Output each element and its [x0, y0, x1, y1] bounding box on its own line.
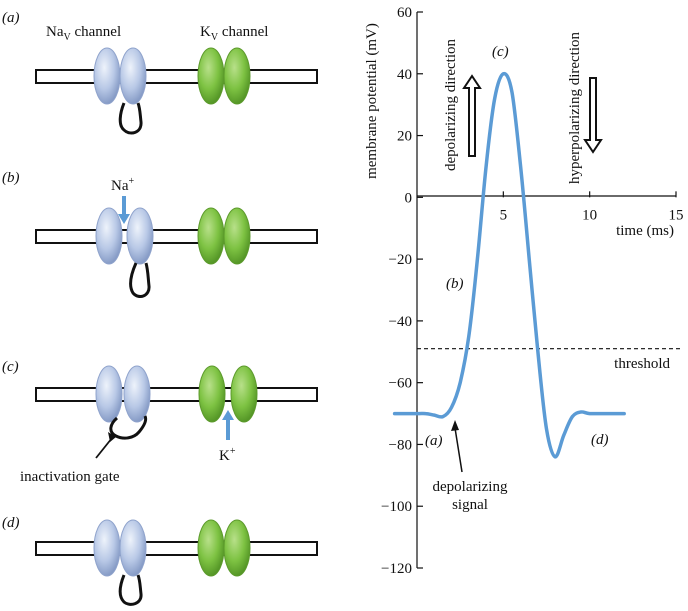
y-tick-label: −60	[389, 376, 412, 392]
point-label-d: (d)	[591, 432, 609, 448]
x-axis-label: time (ms)	[616, 223, 674, 239]
membrane-bar	[35, 69, 318, 84]
kv-subunit-left	[197, 519, 225, 577]
hyperpolarizing-arrow	[583, 77, 603, 154]
y-tick-label: −80	[389, 437, 412, 453]
action-potential-plot: 60 40 20 0 −20 −40 −60 −80 −100 −120 5 10 15 membra…	[364, 5, 684, 577]
panel-b: (b) Na+	[2, 170, 318, 298]
y-tick-label: −40	[389, 314, 412, 330]
inactivation-gate-loop	[109, 415, 148, 440]
y-axis-label: membrane potential (mV)	[364, 23, 380, 179]
na-influx-arrow-head	[118, 214, 130, 224]
inactivation-gate-pointer-head	[108, 432, 116, 442]
inactivation-gate-loop	[129, 262, 151, 298]
hyperpolarizing-direction-label: hyperpolarizing direction	[567, 31, 583, 184]
depolarizing-signal-pointer-head	[451, 420, 459, 431]
kv-subunit-right	[223, 519, 251, 577]
y-tick-label: −100	[381, 499, 412, 515]
x-tick-label: 15	[669, 207, 684, 223]
nav-subunit-right	[123, 365, 151, 423]
y-tick-label: 40	[397, 67, 412, 83]
nav-subunit-right	[119, 47, 147, 105]
y-tick-label: 20	[397, 129, 412, 145]
panel-label-c: (c)	[2, 359, 19, 375]
x-tick-label: 10	[582, 207, 597, 223]
inactivation-gate-loop	[118, 102, 143, 135]
y-tick-label: 60	[397, 5, 412, 21]
depolarizing-signal-pointer	[454, 427, 463, 473]
nav-subunit-left	[95, 365, 123, 423]
nav-subunit-left	[95, 207, 123, 265]
depolarizing-signal-label-line1: depolarizing	[433, 479, 508, 495]
membrane-bar	[35, 541, 318, 556]
x-tick-label: 5	[500, 207, 508, 223]
point-label-c: (c)	[492, 44, 509, 60]
panel-label-b: (b)	[2, 170, 20, 186]
depolarizing-signal-label-line2: signal	[452, 497, 488, 513]
membrane-bar	[35, 229, 318, 244]
k-efflux-arrow-head	[222, 410, 234, 420]
kv-channel-label: KV channel	[200, 24, 268, 43]
y-tick-label: −20	[389, 252, 412, 268]
nav-subunit-right	[119, 519, 147, 577]
y-ticks: 60 40 20 0 −20 −40 −60 −80 −100 −120	[381, 5, 423, 577]
kv-subunit-right	[223, 207, 251, 265]
y-tick-label: 0	[405, 190, 413, 206]
panel-label-a: (a)	[2, 10, 20, 26]
kv-subunit-left	[197, 47, 225, 105]
point-label-b: (b)	[446, 276, 464, 292]
point-label-a: (a)	[425, 433, 443, 449]
panel-c: (c) inactivation gate K+	[2, 359, 318, 485]
threshold-label: threshold	[614, 356, 670, 372]
inactivation-gate-loop	[118, 574, 143, 606]
membrane-bar	[35, 387, 318, 402]
kv-subunit-right	[223, 47, 251, 105]
depolarizing-arrow	[462, 74, 482, 157]
membrane-potential-trace	[392, 71, 626, 459]
nav-subunit-right	[126, 207, 154, 265]
y-tick-label: −120	[381, 561, 412, 577]
nav-channel-label: NaV channel	[46, 24, 121, 43]
x-ticks: 5 10 15	[500, 191, 684, 223]
kv-subunit-left	[198, 365, 226, 423]
nav-subunit-left	[93, 47, 121, 105]
kv-subunit-left	[197, 207, 225, 265]
k-ion-label: K+	[219, 446, 236, 464]
panel-d: (d)	[2, 515, 318, 606]
depolarizing-direction-label: depolarizing direction	[443, 38, 459, 171]
nav-subunit-left	[93, 519, 121, 577]
kv-subunit-right	[230, 365, 258, 423]
inactivation-gate-pointer	[95, 437, 113, 459]
panel-a: (a) NaV channel KV channel	[2, 10, 318, 135]
panel-label-d: (d)	[2, 515, 20, 531]
inactivation-gate-label: inactivation gate	[20, 469, 120, 485]
na-ion-label: Na+	[111, 176, 135, 194]
